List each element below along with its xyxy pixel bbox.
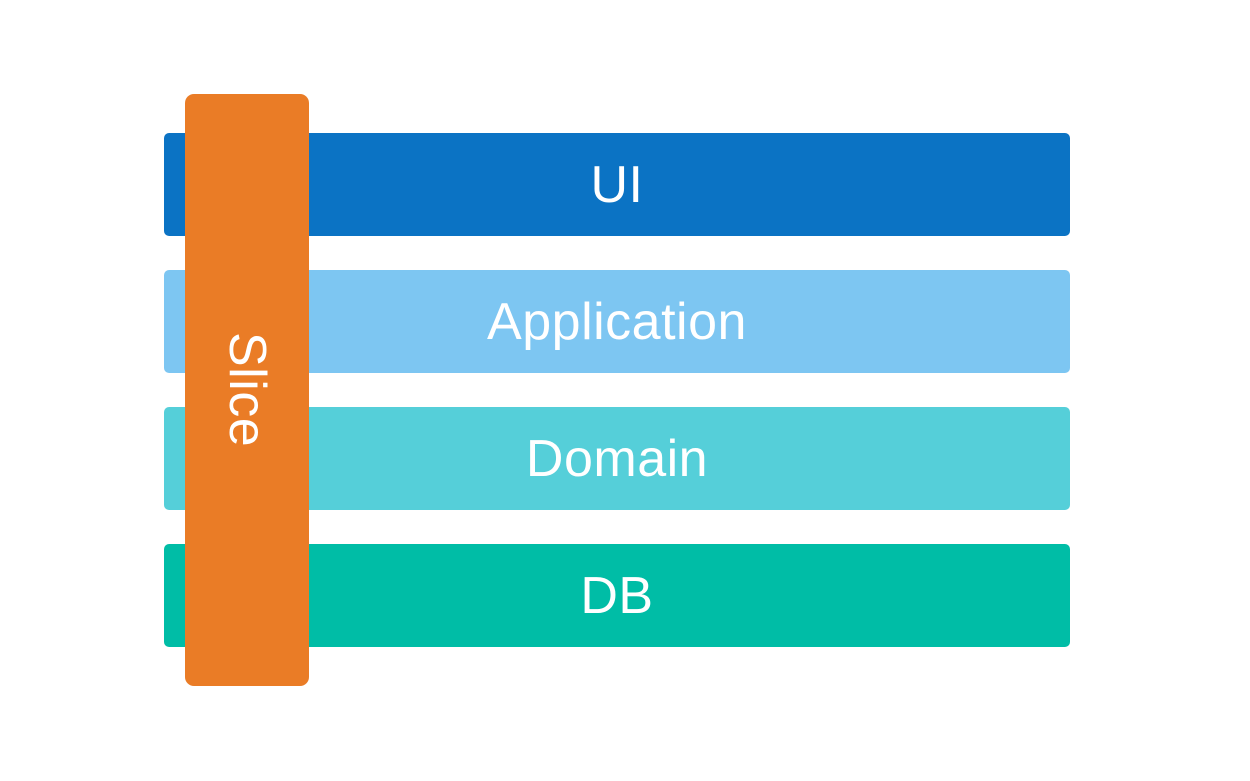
layer-bar-db: DB [164, 544, 1070, 647]
layer-label-db: DB [580, 566, 654, 625]
layer-label-ui: UI [590, 155, 644, 214]
layer-label-domain: Domain [525, 429, 709, 488]
layer-bar-application: Application [164, 270, 1070, 373]
layer-bar-ui: UI [164, 133, 1070, 236]
layer-bar-domain: Domain [164, 407, 1070, 510]
slice-bar: Slice [185, 94, 309, 686]
layer-label-application: Application [487, 292, 747, 351]
slice-label: Slice [218, 332, 276, 448]
layer-stack: UI Application Domain DB [164, 133, 1070, 647]
